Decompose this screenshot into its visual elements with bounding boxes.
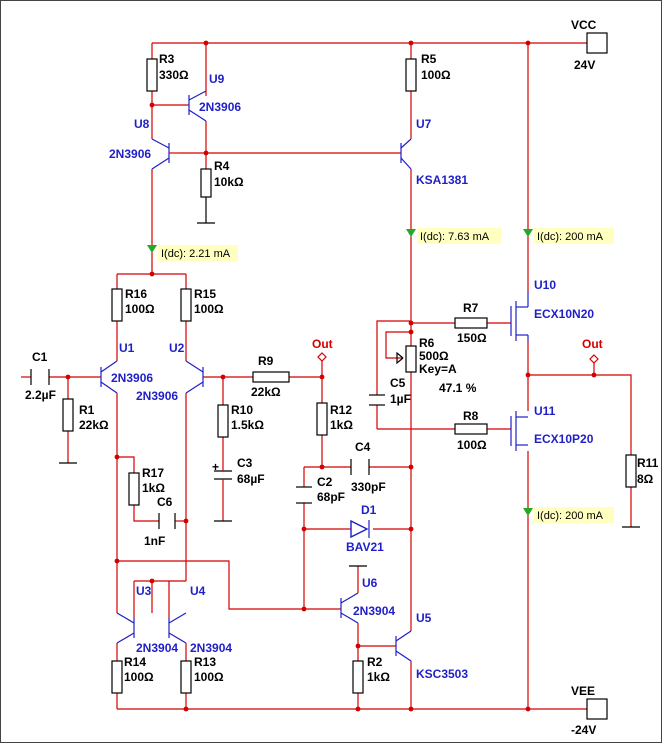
u11-ref: U11 [534, 404, 556, 418]
c1-value: 2.2µF [25, 388, 56, 402]
u3-part: 2N3904 [136, 641, 178, 655]
r15-ref: R15 [194, 287, 216, 301]
r8-ref: R8 [463, 409, 479, 423]
u2-part: 2N3906 [136, 389, 178, 403]
r12-ref: R12 [330, 403, 352, 417]
c5-value: 1µF [390, 392, 411, 406]
r17-ref: R17 [142, 466, 164, 480]
u10-ref: U10 [534, 278, 556, 292]
d1-ref: D1 [361, 503, 377, 517]
r7-ref: R7 [463, 301, 479, 315]
transistor-symbols [100, 90, 529, 662]
r4-ref: R4 [214, 159, 230, 173]
r17-value: 1kΩ [142, 481, 165, 495]
u5-ref: U5 [416, 611, 432, 625]
diode-symbol [350, 519, 370, 539]
r16-value: 100Ω [125, 302, 155, 316]
u6-part: 2N3904 [353, 604, 395, 618]
r6-setting: 47.1 % [439, 381, 477, 395]
c6-value: 1nF [144, 534, 165, 548]
r5-ref: R5 [421, 52, 437, 66]
r3-value: 330Ω [159, 68, 189, 82]
r10-ref: R10 [231, 403, 253, 417]
r13-ref: R13 [194, 655, 216, 669]
u1-ref: U1 [119, 341, 135, 355]
r16-ref: R16 [125, 287, 147, 301]
vcc-name: VCC [571, 18, 597, 32]
u2-ref: U2 [169, 341, 185, 355]
c3-value: 68µF [237, 472, 265, 486]
r6-ref: R6 [419, 336, 435, 350]
vcc-value: 24V [574, 58, 595, 72]
probe-label-1: I(dc): 2.21 mA [161, 248, 231, 260]
r12-value: 1kΩ [330, 418, 353, 432]
capacitor-symbols: + [30, 369, 385, 529]
c6-ref: C6 [157, 495, 173, 509]
u7-ref: U7 [416, 117, 432, 131]
vee-value: -24V [571, 723, 596, 737]
r14-value: 100Ω [124, 670, 154, 684]
r1-value: 22kΩ [79, 418, 109, 432]
probe-label-3: I(dc): 200 mA [537, 231, 604, 243]
u11-part: ECX10P20 [534, 432, 594, 446]
u9-part: 2N3906 [199, 100, 241, 114]
out-connectors [317, 352, 599, 364]
u4-ref: U4 [190, 584, 206, 598]
r3-ref: R3 [159, 52, 175, 66]
u9-ref: U9 [209, 72, 225, 86]
u7-part: KSA1381 [416, 173, 468, 187]
r5-value: 100Ω [421, 68, 451, 82]
u8-part: 2N3906 [109, 147, 151, 161]
svg-text:+: + [212, 460, 219, 474]
r15-value: 100Ω [194, 302, 224, 316]
u1-part: 2N3906 [111, 371, 153, 385]
r14-ref: R14 [124, 655, 146, 669]
out-label-2: Out [582, 337, 603, 351]
r1-ref: R1 [79, 403, 95, 417]
r6-key: Key=A [419, 362, 457, 376]
supply-connectors [586, 32, 608, 720]
r2-value: 1kΩ [367, 670, 390, 684]
r13-value: 100Ω [194, 670, 224, 684]
u10-part: ECX10N20 [534, 307, 594, 321]
c2-value: 68pF [317, 490, 345, 504]
u8-ref: U8 [134, 117, 150, 131]
r10-value: 1.5kΩ [231, 418, 264, 432]
probe-label-2: I(dc): 7.63 mA [420, 231, 490, 243]
d1-part: BAV21 [346, 540, 384, 554]
out-label-1: Out [312, 337, 333, 351]
ground-symbols [59, 197, 640, 567]
r2-ref: R2 [367, 655, 383, 669]
u5-part: KSC3503 [416, 667, 468, 681]
r11-ref: R11 [637, 456, 659, 470]
r9-value: 22kΩ [251, 385, 281, 399]
r9-ref: R9 [258, 354, 274, 368]
c3-ref: C3 [237, 456, 253, 470]
r6-value: 500Ω [419, 349, 449, 363]
resistor-symbols [62, 58, 637, 694]
r8-value: 100Ω [457, 438, 487, 452]
c4-value: 330pF [351, 480, 386, 494]
vee-name: VEE [571, 684, 595, 698]
c5-ref: C5 [390, 376, 406, 390]
junction-dots [65, 40, 597, 712]
c2-ref: C2 [317, 475, 333, 489]
probe-label-4: I(dc): 200 mA [537, 510, 604, 522]
probe-markers [147, 228, 614, 523]
u3-ref: U3 [136, 584, 152, 598]
r11-value: 8Ω [637, 472, 654, 486]
u4-part: 2N3904 [190, 641, 232, 655]
r7-value: 150Ω [457, 331, 487, 345]
r4-value: 10kΩ [214, 175, 244, 189]
c4-ref: C4 [355, 440, 371, 454]
u6-ref: U6 [362, 576, 378, 590]
c1-ref: C1 [32, 350, 48, 364]
